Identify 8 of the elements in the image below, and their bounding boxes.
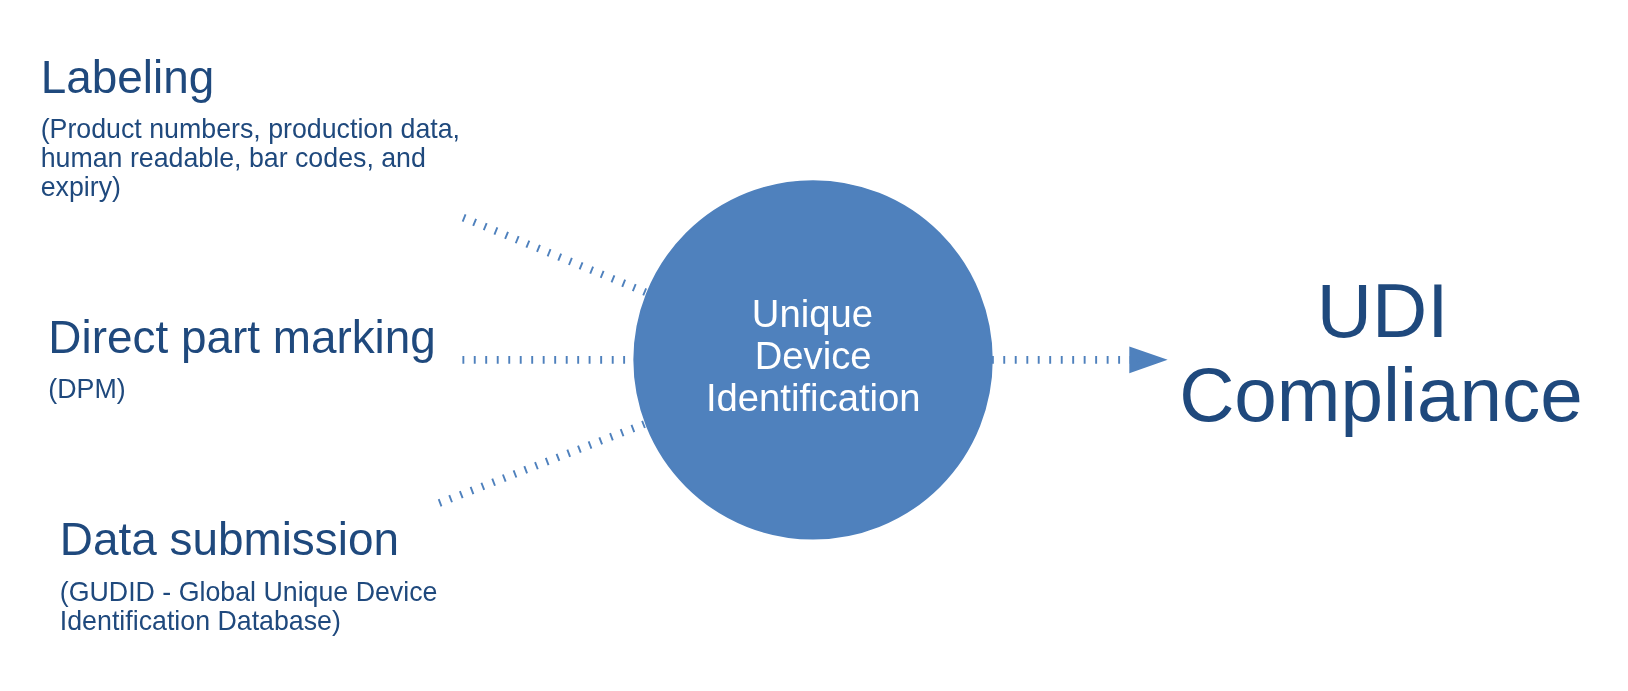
- connector: [437, 419, 648, 507]
- node-text: UDI Compliance: [1179, 267, 1583, 437]
- node-text: Direct part marking (DPM): [48, 310, 436, 404]
- arrow: [991, 345, 1168, 373]
- node-text: Data submission (GUDID - Global Unique Device Identification Database): [59, 512, 438, 636]
- node-text: Labeling (Product numbers, production data, human readable, bar codes, and expiry): [40, 50, 461, 202]
- node-circle: Unique Device Identification: [633, 179, 993, 540]
- connector: [461, 213, 649, 296]
